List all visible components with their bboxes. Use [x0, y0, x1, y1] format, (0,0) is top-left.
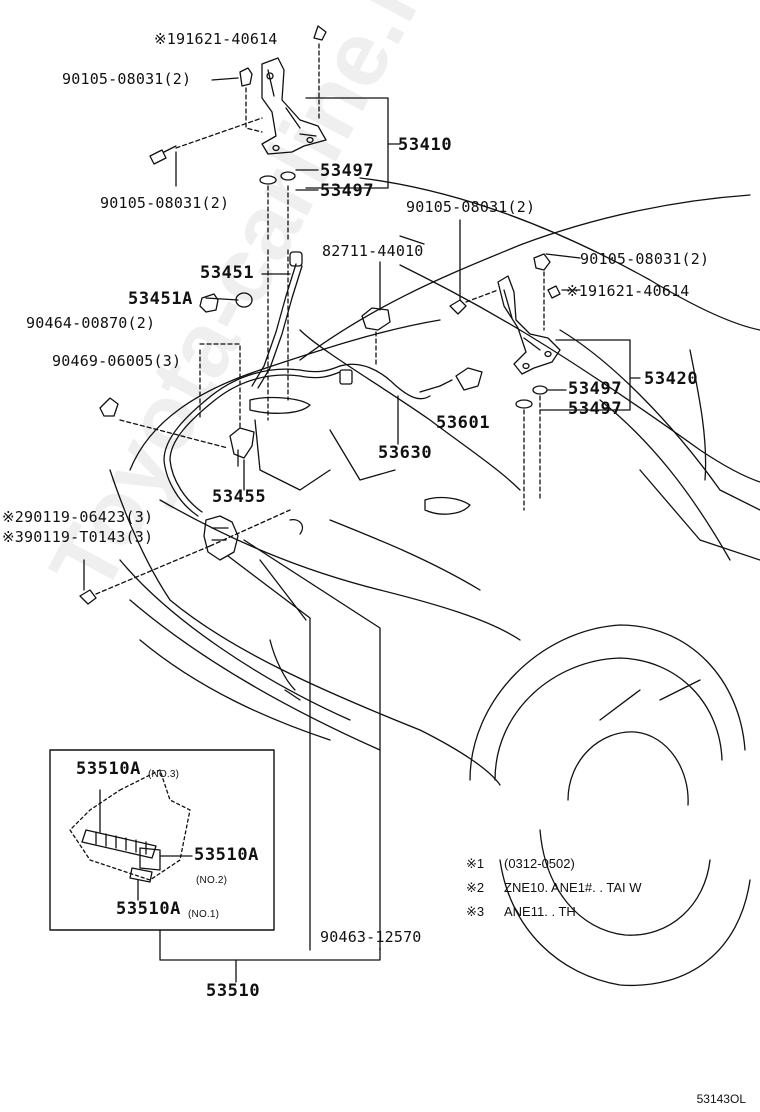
hinge-leader-lines [175, 43, 320, 421]
diagram-code: 53143OL [696, 1092, 746, 1106]
leader-53601 [439, 379, 453, 387]
label-82711-44010: 82711-44010 [322, 242, 424, 260]
leader-53451A [205, 297, 239, 301]
label-53510A-no2: 53510A [194, 845, 260, 865]
leader-lines-53410 [175, 77, 401, 191]
label-53451A: 53451A [128, 289, 194, 309]
label-53410: 53410 [398, 135, 453, 155]
leader-90463 [243, 539, 381, 951]
label-53497-d: 53497 [568, 399, 623, 419]
leader-lines-53420 [379, 219, 641, 411]
label-90119-06423: ※290119-06423(3) [2, 508, 154, 526]
leader-90119-b [209, 509, 291, 547]
leader-53510 [227, 555, 311, 951]
label-53510A-no1-sub: (NO.1) [188, 909, 220, 920]
label-53497-a: 53497 [320, 161, 375, 181]
washer-53497-d [515, 399, 533, 409]
leader-90469 [119, 419, 229, 449]
washer-53497-a [259, 175, 277, 185]
label-90469-06005: 90469-06005(3) [52, 352, 182, 370]
clip-90469 [99, 397, 119, 417]
release-lever-53455 [229, 427, 255, 467]
label-53497-b: 53497 [320, 181, 375, 201]
label-53601: 53601 [436, 413, 491, 433]
label-90464-00870: 90464-00870(2) [26, 314, 156, 332]
label-90105-08031-mid: 90105-08031(2) [406, 198, 536, 216]
label-91621-40614-right: ※191621-40614 [566, 282, 690, 300]
hood-hinge-53410 [149, 25, 327, 165]
label-53510A-no2-sub: (NO.2) [196, 875, 228, 886]
washer-53497-c [532, 385, 548, 395]
clip-90464 [199, 293, 219, 313]
detail-bracket-53510 [159, 929, 381, 983]
label-53630: 53630 [378, 443, 433, 463]
release-cable-53630 [163, 363, 441, 517]
label-53510A-no1: 53510A [116, 899, 182, 919]
note-1: ※1(0312-0502) [466, 856, 575, 871]
label-90105-08031-right: 90105-08031(2) [580, 250, 710, 268]
leader-53510-b [259, 559, 307, 621]
label-91621-40614-top: ※191621-40614 [154, 30, 278, 48]
lock-spring-detail [69, 769, 193, 901]
label-90463-12570: 90463-12570 [320, 928, 422, 946]
label-53497-c: 53497 [568, 379, 623, 399]
washer-53497-b [280, 171, 296, 181]
label-90105-08031-left: 90105-08031(2) [100, 194, 230, 212]
label-90105-08031-topleft: 90105-08031(2) [62, 70, 192, 88]
leader-90119 [95, 545, 211, 595]
cable-end-53601 [455, 367, 483, 391]
label-53451: 53451 [200, 263, 255, 283]
label-53420: 53420 [644, 369, 699, 389]
detail-box-53510A [49, 749, 275, 931]
hood-hinge-53420 [449, 253, 561, 375]
label-53455: 53455 [212, 487, 267, 507]
hinge-lh-dashed [523, 271, 545, 511]
label-53510A-no3: 53510A [76, 759, 142, 779]
sensor-82711 [361, 307, 391, 331]
label-53510A-no3-sub: (NO.3) [148, 769, 180, 780]
label-90119-T0143: ※390119-T0143(3) [2, 528, 154, 546]
label-53510: 53510 [206, 981, 261, 1001]
bolt-90119 [79, 589, 97, 605]
car-body-outline [109, 177, 760, 987]
hood-lock-53510 [203, 515, 304, 561]
